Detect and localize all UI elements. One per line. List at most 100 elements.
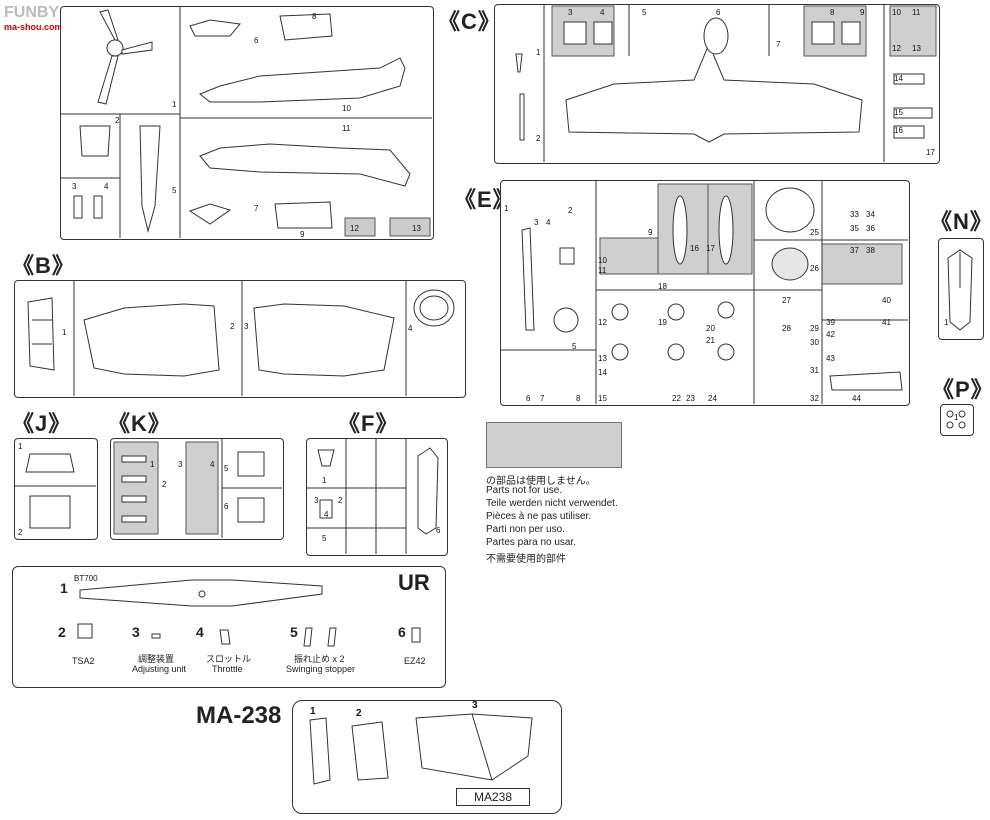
sprue-f-label: 《F》 (338, 411, 399, 436)
sprue-e-num-4: 4 (546, 218, 551, 227)
sprue-k-num-3: 3 (178, 460, 183, 469)
sprue-c-label: 《C》 (438, 9, 501, 34)
ur-title: UR (398, 570, 430, 595)
sprue-e-num-7: 7 (540, 394, 545, 403)
wing-lower-part (565, 42, 863, 143)
legend-line-fr: Pièces à ne pas utiliser. (486, 511, 592, 522)
sprue-c-num-16: 16 (894, 126, 903, 135)
legend-line-es: Partes para no usar. (486, 537, 577, 548)
sprue-e-num-5: 5 (572, 342, 577, 351)
sprue-e-num-31: 31 (810, 366, 819, 375)
sprue-c-drawing (515, 4, 937, 162)
sprue-c-num-9: 9 (860, 8, 865, 17)
sprue-a-num-4: 4 (104, 182, 109, 191)
sprue-j-drawing (14, 453, 96, 529)
sprue-f-num-1: 1 (322, 476, 327, 485)
sprue-c-num-7: 7 (776, 40, 781, 49)
sprue-c-num-8: 8 (830, 8, 835, 17)
sprue-e-num-27: 27 (782, 296, 791, 305)
sprue-e-num-25: 25 (810, 228, 819, 237)
ma238-box-label: MA238 (456, 788, 530, 806)
sprue-a-drawing (60, 6, 432, 238)
sprue-e-num-3: 3 (534, 218, 539, 227)
sprue-p-drawing (946, 410, 966, 429)
legend-line-it: Parti non per uso. (486, 524, 565, 535)
ur-drawing (77, 579, 421, 647)
sprue-e-num-11: 11 (598, 266, 607, 275)
sprue-e-num-16: 16 (690, 244, 699, 253)
ur-part-5-jp: 振れ止め x 2 (294, 654, 345, 664)
ur-part-5-num: 5 (290, 624, 298, 640)
sprue-e-num-32: 32 (810, 394, 819, 403)
sprue-e-num-29: 29 (810, 324, 819, 333)
sprue-f-num-2: 2 (338, 496, 343, 505)
ur-part-ez42 (411, 627, 421, 643)
legend-line-en: Parts not for use. (486, 485, 563, 496)
ur-part-4-en: Throttle (212, 664, 243, 674)
sprue-j-num-1: 1 (18, 442, 23, 451)
sprue-b-num-2: 2 (230, 322, 235, 331)
ur-part-3-en: Adjusting unit (132, 664, 187, 674)
sprue-n-num-1: 1 (944, 318, 949, 327)
sprue-b-num-4: 4 (408, 324, 413, 333)
wing-upper-right-part (253, 303, 395, 377)
sprue-e-num-30: 30 (810, 338, 819, 347)
sprue-e-num-17: 17 (706, 244, 715, 253)
sprue-k-num-6: 6 (224, 502, 229, 511)
ur-part-tsa2 (77, 623, 93, 639)
sprue-k-label: 《K》 (108, 411, 171, 436)
sprue-e-drawing (500, 180, 908, 404)
ma238-num-3: 3 (472, 700, 478, 711)
sprue-p-label: 《P》 (932, 377, 990, 402)
legend-line-zh: 不需要使用的部件 (486, 554, 566, 565)
sprue-a-num-10: 10 (342, 104, 351, 113)
sprue-a-num-1: 1 (172, 100, 177, 109)
sprue-a-num-12: 12 (350, 224, 359, 233)
sprue-a-num-6: 6 (254, 36, 259, 45)
ma238-title: MA-238 (196, 702, 282, 729)
sprue-a-num-3: 3 (72, 182, 77, 191)
sprue-e-num-13: 13 (598, 354, 607, 363)
propeller-part (97, 9, 153, 105)
legend-line-jp: の部品は使用しません。 (486, 476, 596, 487)
fuselage-half-lower (199, 143, 411, 187)
sprue-e-num-35: 35 (850, 224, 859, 233)
sprue-n-label: 《N》 (930, 209, 990, 234)
sprue-c-num-14: 14 (894, 74, 903, 83)
sprue-e-num-34: 34 (866, 210, 875, 219)
ma238-part-2 (351, 721, 389, 781)
sprue-p-num-1: 1 (954, 413, 959, 422)
sprue-e-num-39: 39 (826, 318, 835, 327)
ur-part-1-code: BT700 (74, 574, 98, 583)
ur-part-4-jp: スロットル (206, 654, 252, 664)
sprue-k-drawing (113, 438, 282, 538)
sprue-e-num-41: 41 (882, 318, 891, 327)
sprue-e-num-9: 9 (648, 228, 653, 237)
sprue-e-num-40: 40 (882, 296, 891, 305)
engine-cowl-part (765, 187, 815, 233)
sprue-a-num-8: 8 (312, 12, 317, 21)
ma238-drawing (309, 713, 533, 785)
watermark-site: ma-shou.com (4, 22, 63, 32)
radial-engine-part (771, 247, 809, 281)
sprue-e-num-28: 28 (782, 324, 791, 333)
ur-part-3-jp: 調整装置 (138, 654, 175, 664)
sprue-b-label: 《B》 (12, 253, 75, 278)
sprue-f-num-3: 3 (314, 496, 319, 505)
sprue-c-num-2: 2 (536, 134, 541, 143)
sprue-c-num-1: 1 (536, 48, 541, 57)
sprue-a-num-11: 11 (342, 124, 351, 133)
ur-part-5-en: Swinging stopper (286, 664, 356, 674)
ur-part-3-num: 3 (132, 624, 140, 640)
sprue-e-num-15: 15 (598, 394, 607, 403)
ur-part-6-num: 6 (398, 624, 406, 640)
ur-part-4-num: 4 (196, 624, 204, 640)
ma238-part-3 (415, 713, 533, 781)
sprue-b-drawing (27, 280, 455, 396)
fuselage-half-upper (199, 57, 406, 103)
ur-part-1-num: 1 (60, 580, 68, 596)
sprue-e-num-1: 1 (504, 204, 509, 213)
sprue-e-num-23: 23 (686, 394, 695, 403)
sprue-k-num-2: 2 (162, 480, 167, 489)
sprue-c-num-11: 11 (912, 8, 921, 17)
